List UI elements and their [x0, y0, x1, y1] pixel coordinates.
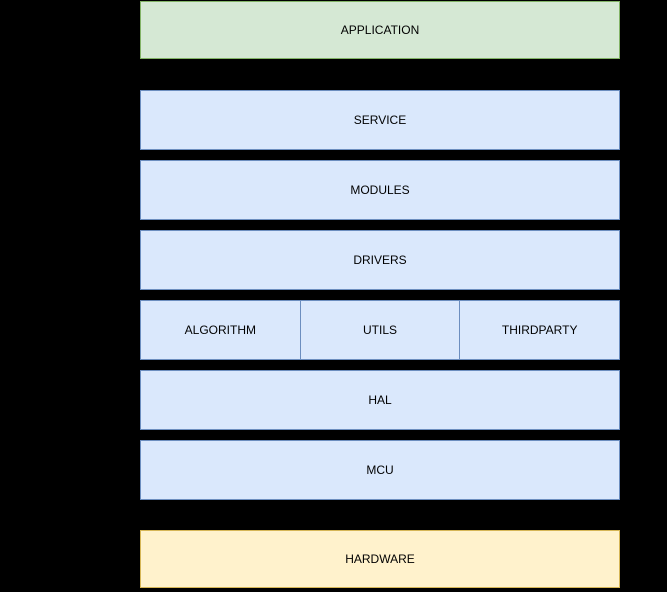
layer-algorithm-label: ALGORITHM	[184, 323, 256, 337]
layer-service-label: SERVICE	[353, 113, 407, 127]
layer-thirdparty: THIRDPARTY	[459, 301, 619, 359]
layer-hardware-label: HARDWARE	[345, 552, 415, 566]
layer-service: SERVICE	[140, 90, 620, 150]
layer-mcu-label: MCU	[366, 463, 394, 477]
layer-algorithm: ALGORITHM	[141, 301, 300, 359]
layer-utils: UTILS	[299, 301, 460, 359]
layer-mcu: MCU	[140, 440, 620, 500]
layer-middleware-row: ALGORITHM UTILS THIRDPARTY	[140, 300, 620, 360]
layer-application-label: APPLICATION	[340, 23, 420, 37]
layer-hal-label: HAL	[368, 393, 392, 407]
layer-modules: MODULES	[140, 160, 620, 220]
layer-hardware: HARDWARE	[140, 530, 620, 588]
layer-drivers: DRIVERS	[140, 230, 620, 290]
layer-utils-label: UTILS	[363, 323, 398, 337]
layer-application: APPLICATION	[140, 1, 620, 59]
layer-hal: HAL	[140, 370, 620, 430]
layer-thirdparty-label: THIRDPARTY	[501, 323, 578, 337]
layer-modules-label: MODULES	[350, 183, 410, 197]
layer-drivers-label: DRIVERS	[353, 253, 407, 267]
